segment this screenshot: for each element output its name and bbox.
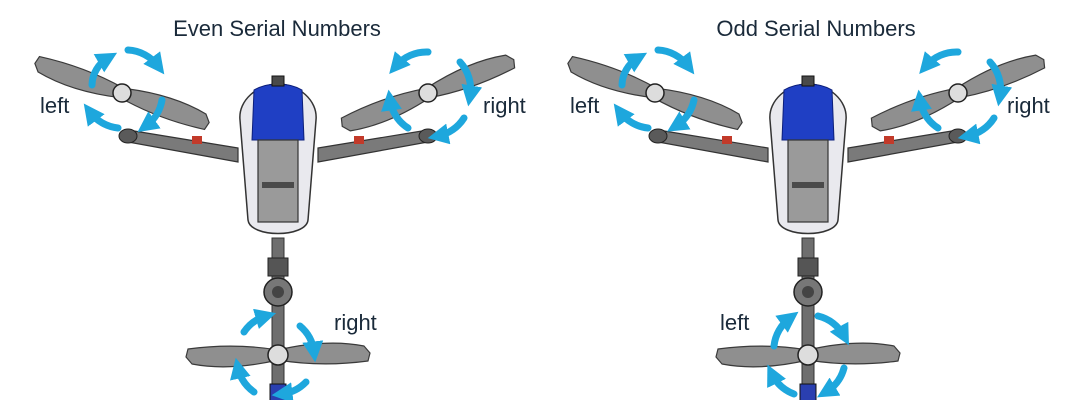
right-rotor-propeller [337, 49, 519, 137]
right-rotor-arrows [911, 48, 1013, 145]
left-rotor-label: left [40, 93, 69, 118]
left-rotor-label: left [570, 93, 599, 118]
left-rotor-propeller [563, 52, 747, 134]
right-rotor-label: right [483, 93, 526, 118]
panel-title: Odd Serial Numbers [716, 16, 915, 41]
tail-rotor-propeller [715, 342, 901, 368]
right-rotor-propeller [867, 49, 1049, 137]
left-rotor-arrows [613, 46, 698, 132]
tail-rotor-arrows [230, 308, 324, 400]
tail-rotor-label: right [334, 310, 377, 335]
panel-odd: Odd Serial Numbers [563, 16, 1050, 400]
right-rotor-label: right [1007, 93, 1050, 118]
panel-even: Even Serial Numbers [30, 16, 526, 400]
tail-rotor-label: left [720, 310, 749, 335]
right-rotor-arrows [381, 48, 483, 145]
left-rotor-arrows [83, 46, 166, 133]
tail-rotor-propeller [185, 342, 371, 368]
tail-rotor-arrows [767, 311, 849, 398]
left-rotor-propeller [30, 52, 214, 134]
panel-title: Even Serial Numbers [173, 16, 381, 41]
